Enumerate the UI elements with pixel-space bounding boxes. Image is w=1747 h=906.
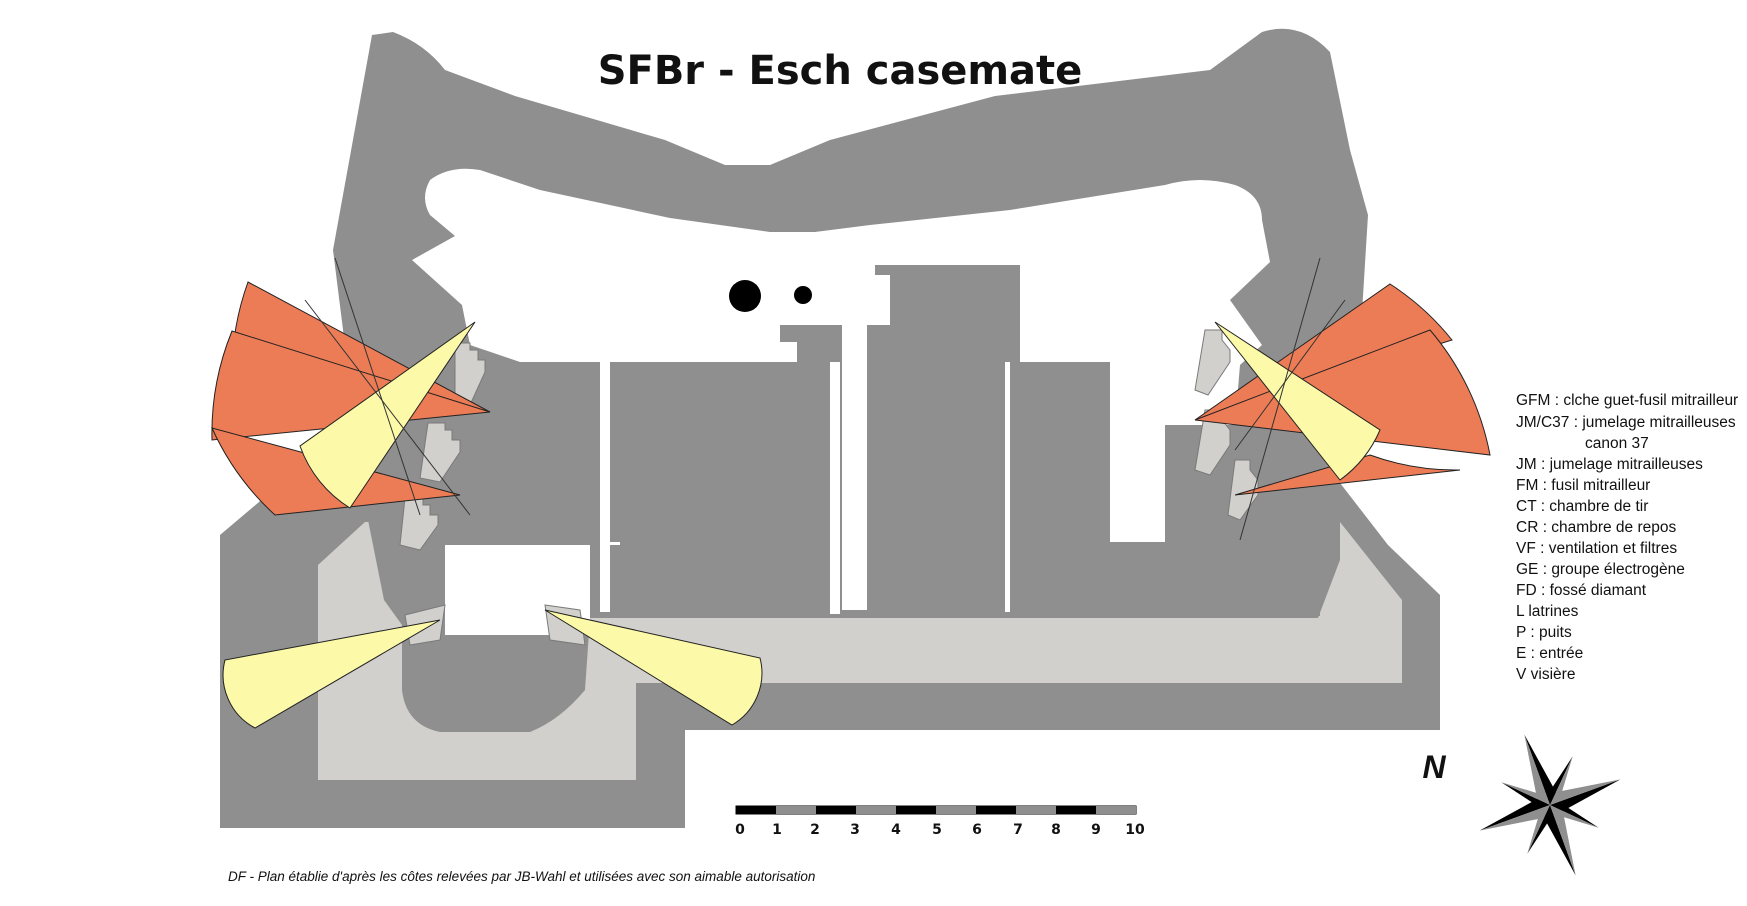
plan-title: SFBr - Esch casemate (598, 48, 1083, 94)
corridor-4 (1110, 362, 1165, 542)
legend-item: GE : groupe électrogène (1516, 561, 1685, 578)
scale-label: 2 (810, 822, 820, 838)
scale-label: 0 (735, 822, 745, 838)
legend-item: canon 37 (1585, 435, 1649, 452)
room-wall-4 (1010, 362, 1110, 542)
well-small (794, 286, 812, 304)
legend: GFM : clche guet-fusil mitrailleur JM/C3… (1516, 392, 1738, 683)
legend-item: CR : chambre de repos (1516, 519, 1676, 536)
legend-item: P : puits (1516, 624, 1572, 641)
legend-item: FD : fossé diamant (1516, 582, 1647, 599)
scale-label: 9 (1091, 822, 1101, 838)
casemate-interior (412, 168, 1270, 610)
legend-item: L latrines (1516, 603, 1579, 620)
scale-label: 5 (932, 822, 942, 838)
north-label: N (1422, 749, 1446, 785)
room-wall-5 (1075, 540, 1320, 616)
well-large (729, 280, 761, 312)
room-wall-3 (910, 362, 1005, 612)
legend-item: FM : fusil mitrailleur (1516, 477, 1650, 494)
scale-label: 3 (850, 822, 860, 838)
scale-label: 1 (772, 822, 782, 838)
scale-label: 8 (1051, 822, 1061, 838)
legend-item: E : entrée (1516, 645, 1583, 662)
legend-item: VF : ventilation et filtres (1516, 540, 1677, 557)
scale-bar: 0 1 2 3 4 5 6 7 8 9 10 (735, 805, 1145, 838)
corridor-1 (600, 362, 610, 612)
fire-sector-rays (304, 257, 1346, 541)
legend-item: V visière (1516, 666, 1575, 683)
room-wall-6 (630, 555, 830, 611)
legend-item: CT : chambre de tir (1516, 498, 1648, 515)
corridor-3 (1005, 362, 1010, 612)
room-wall-1 (610, 362, 830, 542)
legend-item: JM/C37 : jumelage mitrailleuses (1516, 414, 1736, 431)
legend-item: GFM : clche guet-fusil mitrailleur (1516, 392, 1738, 409)
compass-rose-icon (1479, 734, 1621, 876)
legend-item: JM : jumelage mitrailleuses (1516, 456, 1703, 473)
fire-sectors-right-orange (1194, 283, 1491, 496)
scale-label: 6 (972, 822, 982, 838)
corridor-2 (830, 362, 840, 614)
scale-label: 4 (891, 822, 901, 838)
scale-label: 10 (1125, 822, 1145, 838)
credit-line: DF - Plan établie d'après les côtes rele… (228, 869, 815, 884)
scale-label: 7 (1013, 822, 1023, 838)
fire-sectors-yellow (222, 321, 1381, 729)
